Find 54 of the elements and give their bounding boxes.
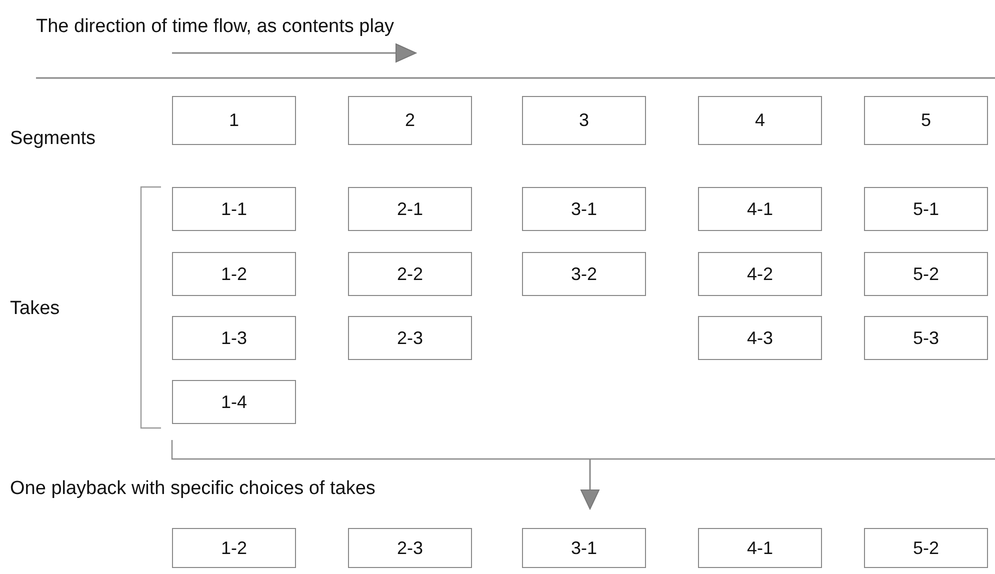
box [698, 96, 822, 145]
box-text: 5-2 [912, 536, 939, 560]
box-text: 4-1 [746, 536, 773, 560]
box-text: 5-2 [912, 262, 939, 286]
box [348, 528, 472, 568]
box [864, 528, 988, 568]
box [864, 316, 988, 360]
box [348, 316, 472, 360]
box-text: 5-1 [912, 198, 939, 220]
box-text: 4-3 [746, 326, 773, 350]
box-text: 2-1 [396, 198, 423, 220]
box-text: 1-2 [220, 536, 247, 560]
box [348, 96, 472, 145]
box-text: 4-1 [746, 198, 773, 220]
box-text: 2 [404, 109, 415, 132]
box-text: 3-1 [570, 536, 597, 560]
box [864, 252, 988, 296]
box [698, 528, 822, 568]
box-text: 1-2 [220, 262, 247, 286]
box [172, 528, 296, 568]
box [522, 187, 646, 231]
box [698, 316, 822, 360]
box-text: 1 [228, 109, 239, 132]
box-text: 4 [754, 109, 765, 132]
box-text: 3-2 [570, 262, 597, 286]
box [698, 187, 822, 231]
box-text: 5 [920, 109, 931, 132]
box [864, 96, 988, 145]
label-text: Takes [10, 298, 60, 320]
box [864, 187, 988, 231]
box [172, 96, 296, 145]
label-text: Segments [10, 128, 96, 150]
label-text: The direction of time flow, as contents play [36, 16, 394, 38]
box [522, 252, 646, 296]
box [348, 187, 472, 231]
box [698, 252, 822, 296]
label-text: One playback with specific choices of takes [10, 478, 376, 500]
box [522, 96, 646, 145]
box-text: 1-3 [220, 326, 247, 350]
box [172, 380, 296, 424]
box [172, 316, 296, 360]
box [172, 252, 296, 296]
box-text: 5-3 [912, 326, 939, 350]
box-text: 4-2 [746, 262, 773, 286]
box [348, 252, 472, 296]
box [172, 187, 296, 231]
box-text: 3-1 [570, 198, 597, 220]
box-text: 3 [578, 109, 589, 132]
box-text: 1-1 [220, 198, 247, 220]
box-text: 2-3 [396, 326, 423, 350]
box-text: 1-4 [220, 390, 247, 414]
box-text: 2-3 [396, 536, 423, 560]
box [522, 528, 646, 568]
box-text: 2-2 [396, 262, 423, 286]
